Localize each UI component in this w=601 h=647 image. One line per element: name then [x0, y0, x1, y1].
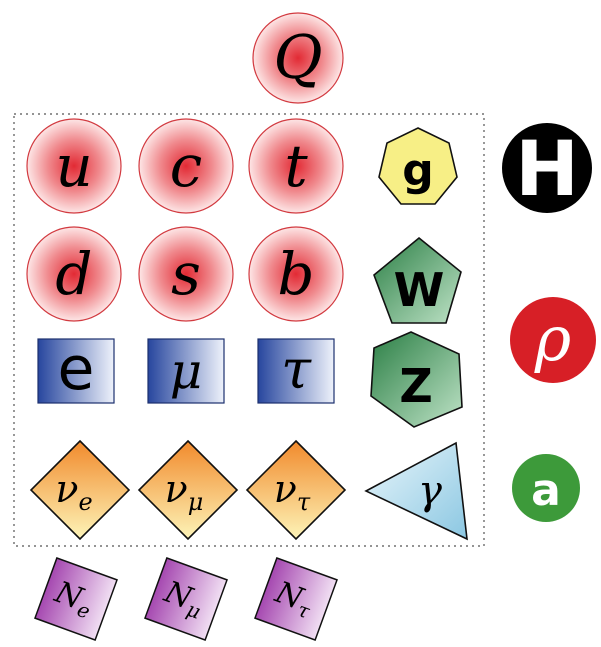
- w-boson-label: W: [394, 263, 445, 317]
- neutrino-mu-base: ν: [165, 467, 188, 511]
- lepton-e-node: e: [37, 334, 115, 404]
- sterile-e-node: Ne: [34, 557, 118, 641]
- z-boson-label: Z: [399, 359, 432, 413]
- higgs-label: H: [515, 124, 579, 213]
- neutrino-e-node: νe: [29, 439, 131, 541]
- lepton-mu-node: μ: [147, 338, 225, 404]
- quark-u-node: u: [26, 118, 122, 214]
- neutrino-e-base: ν: [55, 467, 78, 511]
- neutrino-tau-sub: τ: [297, 488, 311, 516]
- standard-model-frame: [13, 113, 485, 547]
- axion-label: a: [531, 465, 561, 516]
- quark-q-label: Q: [273, 23, 322, 93]
- quark-s-label: s: [171, 240, 201, 308]
- higgs-node: H: [502, 123, 592, 213]
- quark-d-node: d: [26, 226, 122, 322]
- quark-t-node: t: [248, 118, 344, 214]
- axion-node: a: [512, 454, 580, 522]
- svg-text:νe: νe: [55, 467, 92, 516]
- sterile-mu-node: Nμ: [144, 557, 228, 641]
- quark-c-label: c: [170, 132, 202, 200]
- gluon-label: g: [402, 145, 434, 196]
- quark-u-label: u: [55, 132, 92, 200]
- sterile-tau-node: Nτ: [254, 557, 338, 641]
- neutrino-e-sub: e: [78, 488, 92, 516]
- quark-t-label: t: [284, 132, 308, 200]
- neutrino-mu-node: νμ: [137, 439, 239, 541]
- quark-d-label: d: [55, 240, 92, 308]
- rho-node: ρ: [510, 297, 596, 383]
- neutrino-mu-sub: μ: [188, 488, 204, 516]
- quark-b-label: b: [277, 240, 314, 308]
- lepton-tau-node: τ: [257, 338, 335, 404]
- lepton-e-label: e: [58, 334, 95, 404]
- photon-label: γ: [418, 468, 442, 514]
- quark-b-node: b: [248, 226, 344, 322]
- w-boson-node: W: [373, 236, 462, 324]
- neutrino-tau-node: ντ: [245, 439, 347, 541]
- gluon-node: g: [378, 127, 458, 205]
- quark-c-node: c: [138, 118, 234, 214]
- svg-text:νμ: νμ: [165, 467, 204, 516]
- svg-text:ντ: ντ: [274, 467, 311, 516]
- quark-q-node: Q: [252, 12, 344, 104]
- z-boson-node: Z: [370, 331, 463, 428]
- photon-node: γ: [364, 441, 468, 541]
- neutrino-tau-base: ν: [274, 467, 297, 511]
- lepton-mu-label: μ: [170, 342, 203, 400]
- quark-s-node: s: [138, 226, 234, 322]
- rho-label: ρ: [534, 302, 571, 375]
- lepton-tau-label: τ: [281, 338, 312, 401]
